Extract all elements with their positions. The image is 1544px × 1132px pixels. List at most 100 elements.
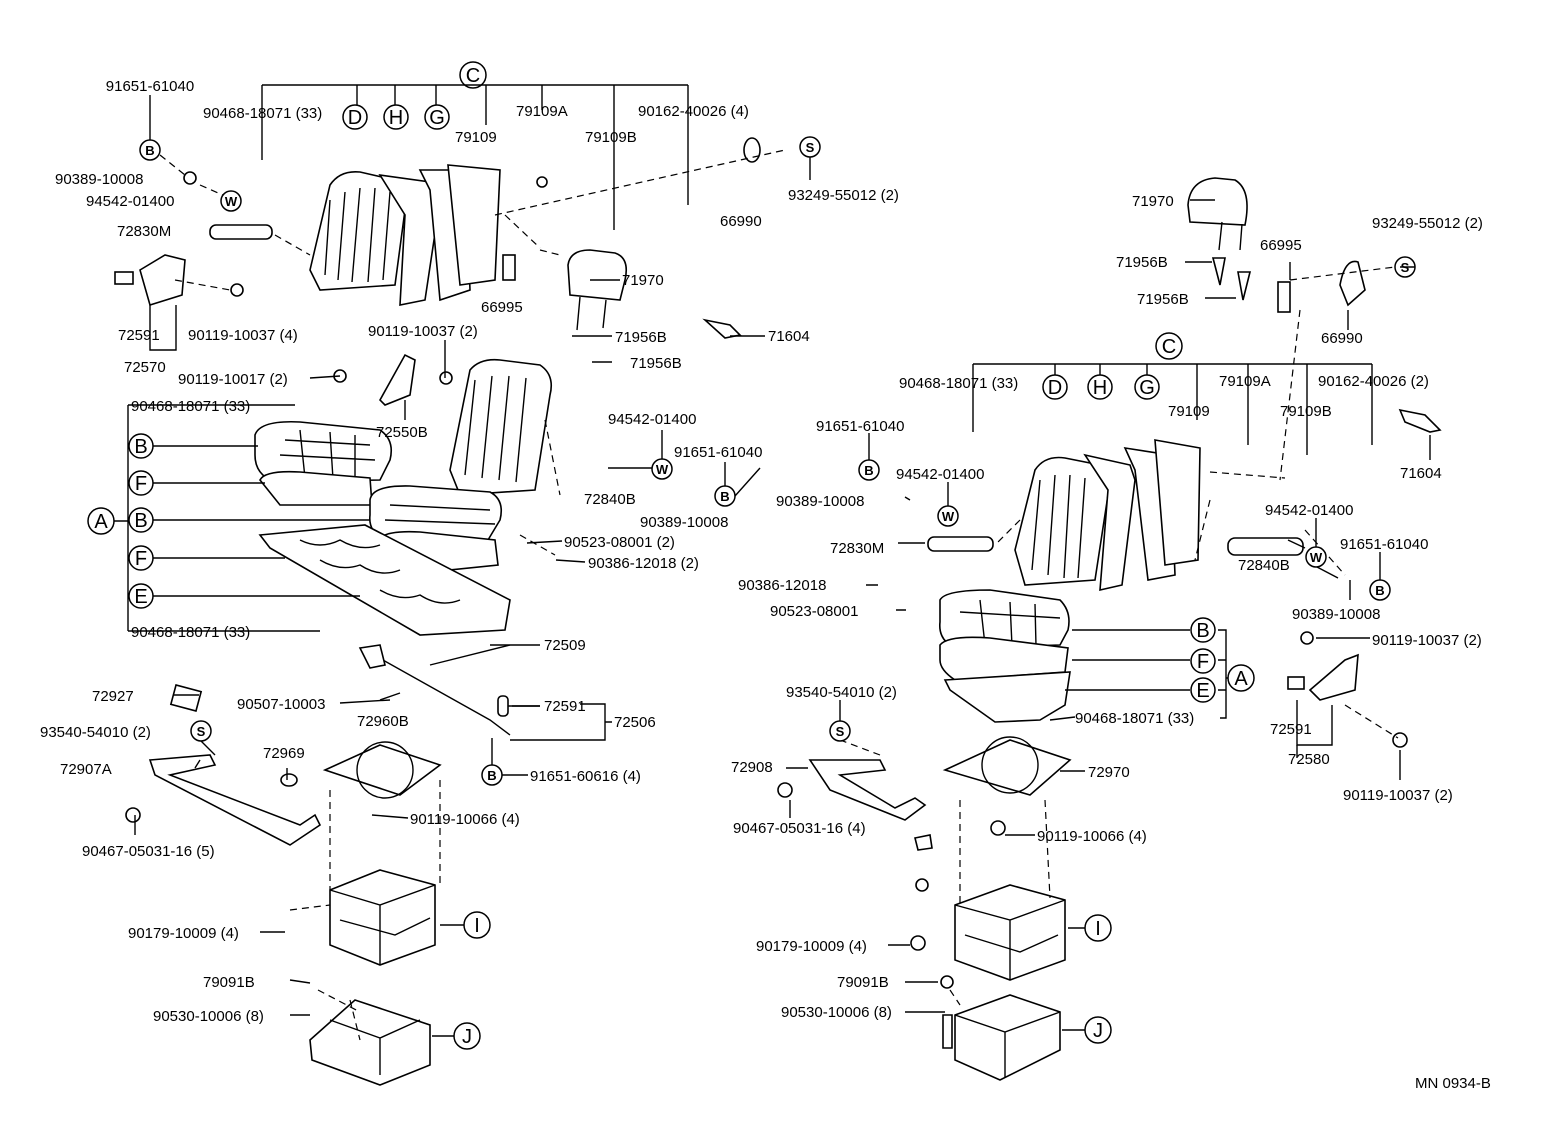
seat-back-board-right [1154,439,1201,566]
letter-a-left: A [94,511,108,533]
letter-w1-left: W [225,194,238,209]
label-72580-right: 72580 [1288,751,1330,768]
recliner-72970-right [942,739,1072,796]
part-71604-left [702,318,742,339]
letter-g-left: G [429,107,445,129]
label-94542-01400-right-a: 94542-01400 [896,466,984,483]
part-66990-right [1339,260,1366,307]
label-90386-12018: 90386-12018 (2) [588,555,699,572]
seat-back-board-left [447,164,501,286]
seat-cushion-b-right [938,589,1070,649]
part-72591-left-a [114,271,134,285]
frame-i-left [329,869,436,966]
label-90523-08001-right: 90523-08001 [770,603,858,620]
label-72830m: 72830M [117,223,171,240]
label-71956b-right-a: 71956B [1116,254,1168,271]
part-66995-right [1277,281,1291,313]
bracket-72908-right [808,759,927,821]
headrest-left [567,249,628,301]
hinge-72570-left [139,254,186,307]
label-90162-40026: 90162-40026 (4) [638,103,749,120]
letter-w2-left: W [656,462,669,477]
label-72970-right: 72970 [1088,764,1130,781]
label-72591-b: 72591 [544,698,586,715]
label-93540-54010-right: 93540-54010 (2) [786,684,897,701]
seat-pad-f-left [259,470,373,506]
label-94542-01400-a: 94542-01400 [86,193,174,210]
letter-f-right: F [1197,651,1209,673]
letter-b4-left: B [720,489,729,504]
letter-j-left: J [462,1026,472,1048]
letter-f1-left: F [135,473,147,495]
label-79109: 79109 [455,129,497,146]
label-79109a-right: 79109A [1219,373,1271,390]
part-72927-left [169,683,203,713]
label-90507-10003: 90507-10003 [237,696,325,713]
label-71956b-b: 71956B [630,355,682,372]
label-90386-12018-right: 90386-12018 [738,577,826,594]
label-71604: 71604 [768,328,810,345]
label-90468-18071-right-b: 90468-18071 (33) [1075,710,1194,727]
label-90467-05031-16: 90467-05031-16 (5) [82,843,215,860]
label-72591-right: 72591 [1270,721,1312,738]
label-91651-61040-right-b: 91651-61040 [1340,536,1428,553]
seat-frame-e-left [258,524,511,636]
label-90530-10006-right: 90530-10006 (8) [781,1004,892,1021]
label-72927: 72927 [92,688,134,705]
label-72960b: 72960B [357,713,409,730]
label-72506: 72506 [614,714,656,731]
label-90119-10037-b: 90119-10037 (2) [368,323,478,340]
letter-c-left: C [466,65,480,87]
label-90119-10037-right-a: 90119-10037 (2) [1372,632,1482,649]
label-90467-05031-16-right: 90467-05031-16 (4) [733,820,866,837]
label-93249-55012-right: 93249-55012 (2) [1372,215,1483,232]
label-72840b: 72840B [584,491,636,508]
letter-g-right: G [1139,377,1155,399]
label-79109a: 79109A [516,103,568,120]
label-72969: 72969 [263,745,305,762]
seat-back-lower-left [449,358,553,496]
label-90389-10008-a: 90389-10008 [55,171,143,188]
label-66990: 66990 [720,213,762,230]
seat-frame-e-right [943,671,1071,723]
left-seat-assembly: C D H G [40,61,899,1086]
part-71604-right [1398,408,1442,433]
label-90523-08001: 90523-08001 (2) [564,534,675,551]
letter-j-right: J [1093,1020,1103,1042]
label-71970: 71970 [622,272,664,289]
callout-c-left [459,61,487,89]
letter-e-right: E [1196,680,1209,702]
label-72907a: 72907A [60,761,112,778]
label-91651-61040: 91651-61040 [106,78,194,95]
recliner-72960b-left [322,744,442,796]
label-71604-right: 71604 [1400,465,1442,482]
part-72591-right [1287,676,1305,690]
label-72550b: 72550B [376,424,428,441]
letter-e-left: E [134,586,147,608]
label-91651-61040-right-a: 91651-61040 [816,418,904,435]
label-90468-18071-c: 90468-18071 (33) [131,624,250,641]
label-94542-01400-b: 94542-01400 [608,411,696,428]
label-90162-40026-right: 90162-40026 (2) [1318,373,1429,390]
letter-h-left: H [389,107,403,129]
label-79109b: 79109B [585,129,637,146]
label-90179-10009-right: 90179-10009 (4) [756,938,867,955]
label-93249-55012: 93249-55012 (2) [788,187,899,204]
label-71970-right: 71970 [1132,193,1174,210]
letter-b3-right: B [1196,620,1209,642]
label-90119-10017: 90119-10017 (2) [178,371,288,388]
armrest-72830m-left [209,224,273,240]
label-90119-10066: 90119-10066 (4) [410,811,520,828]
letter-b5-left: B [487,768,496,783]
bracket-72550b-left [379,353,416,406]
letter-b2-right: B [1375,583,1384,598]
armrest-72830m-right [927,536,994,552]
headrest-right [1187,177,1248,226]
letter-s1-left: S [806,140,815,155]
label-66995: 66995 [481,299,523,316]
label-90468-18071-right-a: 90468-18071 (33) [899,375,1018,392]
label-71956b-a: 71956B [615,329,667,346]
letter-b1-left: B [145,143,154,158]
label-94542-01400-right-b: 94542-01400 [1265,502,1353,519]
seat-back-pad-right [1083,453,1136,592]
